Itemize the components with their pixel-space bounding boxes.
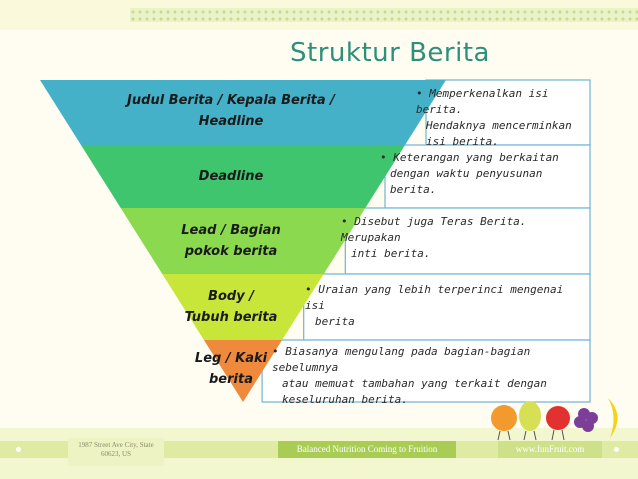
footer-address-line: 1987 Street Ave City, State <box>78 441 154 449</box>
pyramid-level-description-line: • Disebut juga Teras Berita. Merupakan <box>341 215 527 244</box>
pyramid-level-label-line: Headline <box>198 114 264 129</box>
pyramid-level-description: • Uraian yang lebih terperinci mengenai … <box>305 282 584 330</box>
pyramid-level-description-line: • Biasanya mengulang pada bagian-bagian … <box>272 345 531 374</box>
description-box <box>303 273 591 341</box>
pyramid-level-description-line: atau memuat tambahan yang terkait dengan <box>282 377 547 390</box>
footer-tagline: Balanced Nutrition Coming to Fruition <box>278 441 456 458</box>
pyramid-level-description: • Keterangan yang berkaitan dengan waktu … <box>380 150 584 198</box>
pyramid-level-label-line: Body / <box>208 289 254 304</box>
pyramid-level-label: Deadline <box>101 166 361 187</box>
pyramid-level-description-line: inti berita. <box>351 247 431 260</box>
pyramid-level-label-line: pokok berita <box>184 244 278 259</box>
pyramid-level-label: Body / Tubuh berita <box>101 286 361 328</box>
pyramid-level-label-line: Lead / Bagian <box>181 223 281 238</box>
pyramid-level-label-line: berita <box>209 372 253 387</box>
pyramid-level-label: Judul Berita / Kepala Berita / Headline <box>101 90 361 132</box>
pyramid-level-label-line: Leg / Kaki <box>194 351 268 366</box>
pyramid-level-label-line: Judul Berita / Kepala Berita / <box>127 93 335 108</box>
pyramid-level-label: Leg / Kaki berita <box>101 348 361 390</box>
pyramid-band <box>40 80 446 145</box>
pyramid-level-description-line: • Memperkenalkan isi berita. <box>416 87 549 116</box>
header-pattern-strip <box>130 8 638 22</box>
footer-address-line: 60623, US <box>101 450 131 458</box>
pyramid-level-description-line: isi berita. <box>426 135 499 148</box>
pyramid-band <box>80 145 406 208</box>
footer-dot-left <box>16 447 21 452</box>
pyramid-level-description-line: berita <box>315 315 355 328</box>
pyramid-level-label-line: Tubuh berita <box>184 310 278 325</box>
pyramid-band <box>162 274 324 340</box>
pyramid-band <box>203 340 283 402</box>
pyramid-level-description: • Biasanya mengulang pada bagian-bagian … <box>272 344 584 408</box>
fruit-mascots-icon <box>491 398 618 441</box>
footer-dot-right <box>614 447 619 452</box>
description-box <box>384 144 591 209</box>
pyramid-band <box>120 208 366 274</box>
pyramid-level-description-line: keseluruhan berita. <box>282 393 408 406</box>
pyramid-level-description: • Disebut juga Teras Berita. Merupakan in… <box>341 214 584 262</box>
pyramid-level-description: • Memperkenalkan isi berita. Hendaknya me… <box>416 86 584 150</box>
description-box <box>261 339 591 403</box>
slide-title: Struktur Berita <box>290 38 490 68</box>
footer-address: 1987 Street Ave City, State 60623, US <box>68 438 164 466</box>
pyramid-level-description-line: Hendaknya mencerminkan <box>426 119 572 132</box>
pyramid-level-description-line: • Uraian yang lebih terperinci mengenai … <box>305 283 564 312</box>
pyramid-level-description-line: • Keterangan yang berkaitan <box>380 151 559 164</box>
pyramid-level-label: Lead / Bagian pokok berita <box>101 220 361 262</box>
description-box <box>344 207 591 275</box>
pyramid-level-description-line: dengan waktu penyusunan berita. <box>390 167 543 196</box>
pyramid-level-label-line: Deadline <box>198 169 264 184</box>
footer-website-link[interactable]: www.funFruit.com <box>498 441 602 458</box>
